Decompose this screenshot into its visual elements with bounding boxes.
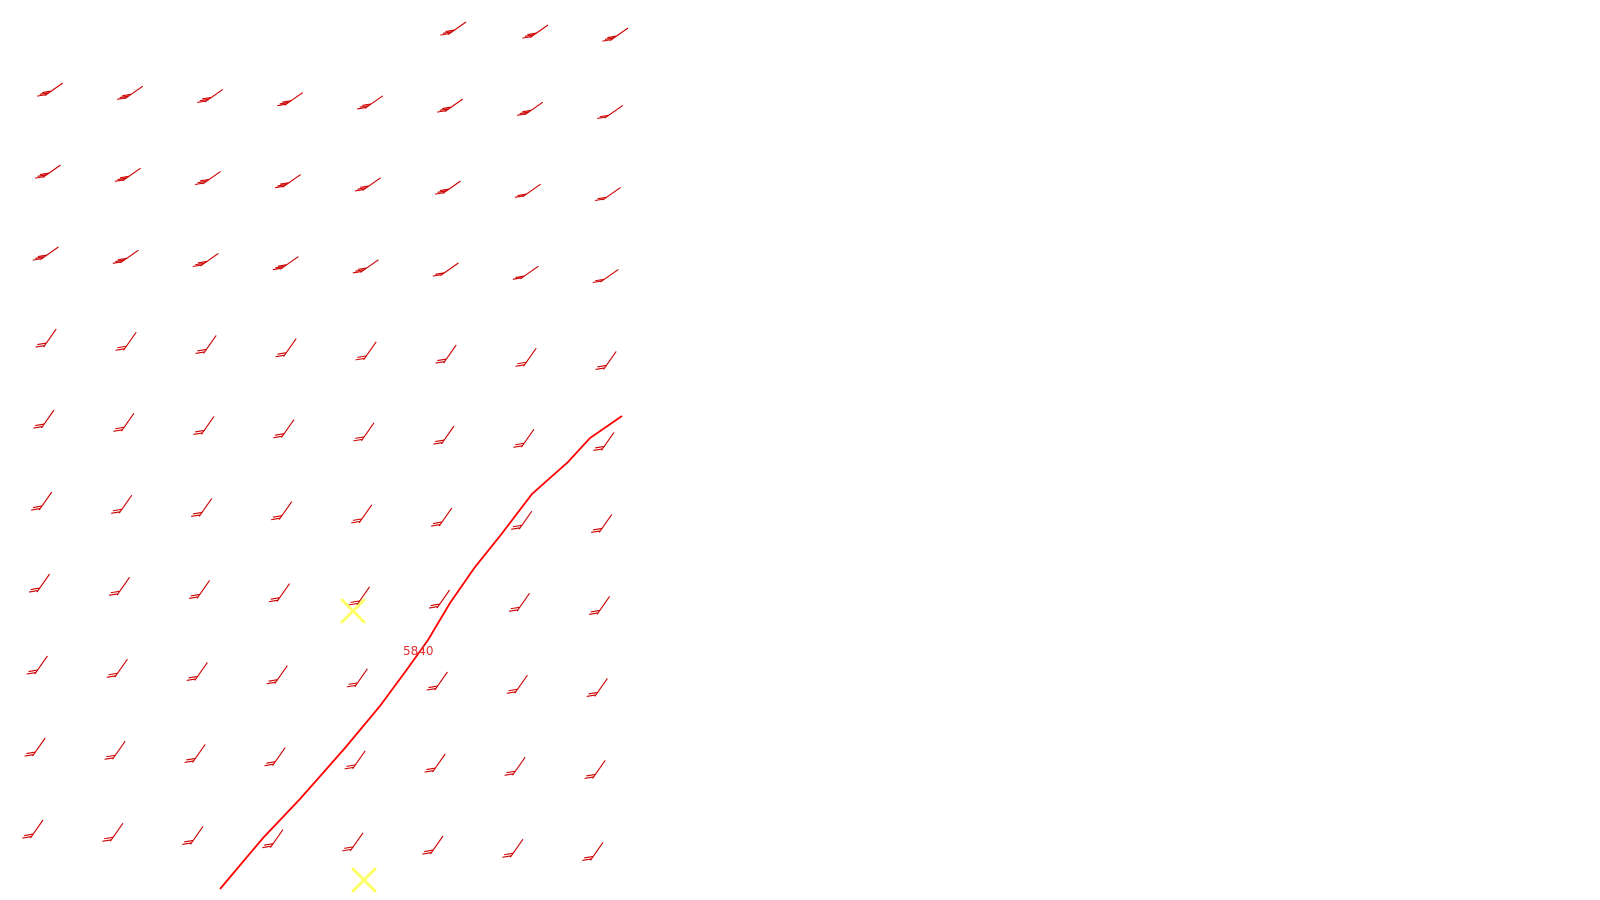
wind-barb-icon (37, 82, 64, 97)
wind-barb-icon (111, 494, 133, 514)
wind-barb-icon (193, 416, 215, 436)
wind-barb-icon (268, 583, 291, 603)
wind-barb-icon (508, 592, 531, 612)
wind-barb-icon (357, 95, 384, 110)
wind-barb-icon (262, 829, 284, 849)
wind-barb-icon (274, 174, 301, 189)
wind-barb-icon (432, 262, 459, 277)
wind-barb-icon (194, 170, 221, 186)
wind-barb-icon (422, 835, 444, 855)
wind-barb-icon (108, 576, 131, 596)
wind-barb-icon (186, 662, 208, 682)
wind-barb-icon (513, 428, 535, 448)
wind-barb-icon (595, 351, 617, 371)
wind-barb-icon (275, 338, 297, 358)
wind-barb-icon (434, 180, 461, 195)
marker-layer (340, 598, 377, 893)
x-marker-icon (351, 867, 377, 893)
wind-barb-icon (440, 21, 467, 36)
wind-barb-icon (424, 753, 446, 773)
wind-barb-icon (266, 665, 288, 685)
wind-barb-icon (512, 265, 539, 280)
wind-barb-icon (113, 412, 135, 432)
wind-barb-icon (354, 177, 381, 192)
wind-barb-icon (353, 422, 375, 442)
wind-barb-icon (437, 98, 464, 113)
wind-barb-icon (197, 88, 224, 104)
wind-barb-icon (102, 822, 124, 842)
wind-barb-icon (428, 589, 451, 609)
wind-barb-icon (33, 409, 55, 429)
wind-barb-icon (355, 341, 377, 361)
wind-barb-icon (191, 498, 213, 518)
wind-barb-icon (435, 344, 457, 364)
wind-barb-icon (352, 259, 379, 274)
wind-barb-icon (351, 504, 373, 524)
wind-barb-icon (184, 744, 206, 764)
wind-barb-icon (117, 85, 144, 100)
height-contour-line (219, 415, 623, 890)
wind-barb-icon (272, 256, 299, 271)
wind-barb-icon (28, 573, 51, 593)
wind-barb-icon (32, 246, 59, 261)
wind-barb-icon (597, 104, 624, 120)
x-marker-icon (340, 598, 366, 624)
wind-barb-icon (112, 249, 139, 264)
wind-barb-icon (104, 740, 126, 760)
wind-barb-icon (502, 838, 524, 858)
wind-barb-icon (34, 164, 61, 179)
wind-barb-icon (592, 268, 619, 284)
wind-barb-icon (586, 678, 608, 698)
wind-barb-icon (273, 419, 295, 439)
wind-barb-icon (511, 510, 533, 530)
wind-barb-icon (192, 252, 219, 268)
wind-barb-icon (346, 668, 368, 688)
wind-barb-icon (433, 425, 455, 445)
wind-barb-icon (515, 347, 537, 367)
wind-barb-field (22, 21, 629, 862)
wind-barb-icon (342, 832, 364, 852)
wind-barb-icon (517, 101, 544, 116)
wind-barb-icon (506, 674, 528, 694)
wind-barb-icon (426, 671, 448, 691)
wind-barb-icon (431, 507, 453, 527)
wind-barb-icon (35, 328, 57, 348)
wind-barb-icon (271, 501, 293, 521)
wind-barb-icon (593, 432, 615, 452)
wind-barb-icon (504, 756, 526, 776)
wind-barb-icon (591, 514, 613, 534)
wind-barb-icon (514, 183, 541, 198)
wind-barb-icon (584, 760, 606, 780)
contour-value-label: 5840 (403, 644, 434, 658)
wind-barb-icon (344, 750, 366, 770)
wind-barb-icon (182, 826, 204, 846)
wind-barb-icon (195, 335, 217, 355)
wind-barb-icon (277, 92, 304, 107)
wind-barb-icon (114, 167, 141, 182)
wind-barb-icon (602, 27, 629, 42)
wind-barb-icon (106, 658, 128, 678)
wind-barb-icon (24, 737, 46, 757)
wind-barb-icon (522, 24, 549, 39)
wind-barb-icon (188, 580, 211, 600)
wind-barb-icon (264, 747, 286, 767)
wind-barb-icon (31, 491, 53, 511)
wind-barb-icon (348, 586, 371, 606)
wind-barb-icon (582, 842, 604, 862)
wind-barb-icon (26, 655, 48, 675)
wind-barb-icon (22, 819, 44, 839)
wind-barb-icon (594, 186, 621, 202)
wind-barb-icon (115, 331, 137, 351)
wind-barb-icon (588, 596, 611, 616)
